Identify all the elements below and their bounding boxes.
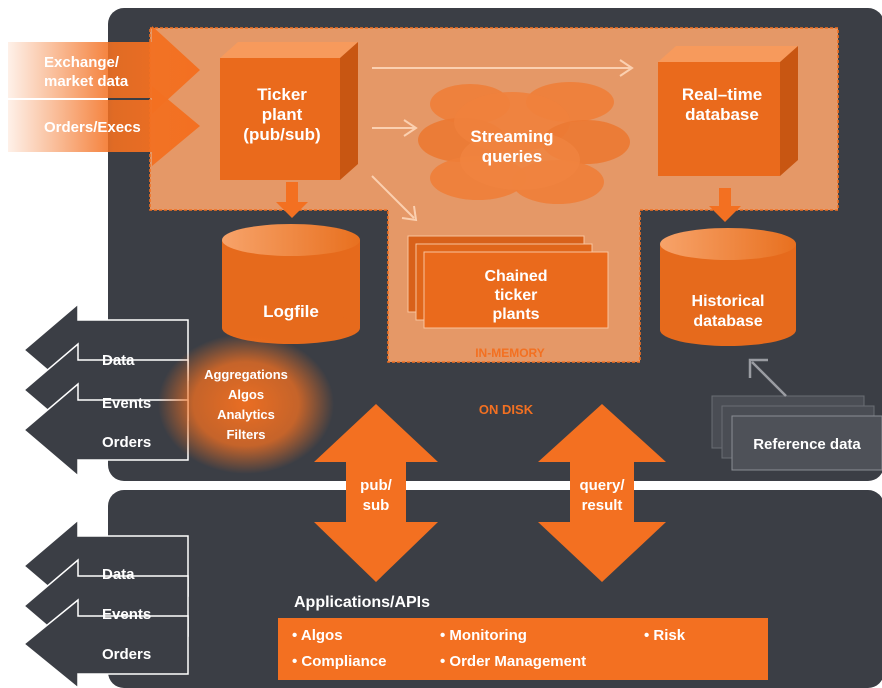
app-item-algos: • Algos	[292, 627, 343, 644]
aggregations-label-4: Filters	[226, 427, 265, 442]
chained-label-2: ticker	[495, 287, 538, 304]
down-arrow-logfile	[276, 182, 308, 218]
flow-arrows	[371, 59, 634, 222]
applications-bar	[278, 618, 768, 680]
in-memory-label: IN-MEMORY	[475, 346, 545, 360]
app-item-order-management: • Order Management	[440, 653, 586, 670]
historical-label-2: database	[693, 313, 762, 330]
output-top-orders: Orders	[102, 434, 151, 451]
aggregations-glow	[158, 334, 334, 474]
realtime-database-box	[658, 46, 798, 176]
down-arrow-historical	[709, 188, 741, 222]
ticker-plant-label-2: plant	[262, 105, 303, 124]
app-item-compliance: • Compliance	[292, 653, 386, 670]
aggregations-label-1: Aggregations	[204, 367, 288, 382]
output-arrows-bottom	[22, 518, 189, 688]
aggregations-label-3: Analytics	[217, 407, 275, 422]
app-item-risk: • Risk	[644, 627, 686, 644]
query-result-double-arrow	[538, 404, 666, 582]
orders-execs-label: Orders/Execs	[44, 119, 141, 136]
query-result-label-2: result	[582, 497, 623, 514]
ticker-plant-box	[220, 42, 358, 180]
logfile-cylinder	[222, 224, 360, 344]
output-bottom-events: Events	[102, 606, 151, 623]
output-top-data: Data	[102, 352, 135, 369]
pub-sub-label-2: sub	[363, 497, 390, 514]
chained-label-3: plants	[492, 306, 539, 323]
chained-label-1: Chained	[484, 268, 547, 285]
reference-data-stack	[711, 395, 882, 471]
input-arrow-orders	[8, 86, 200, 166]
app-item-monitoring: • Monitoring	[440, 627, 527, 644]
historical-label-1: Historical	[692, 293, 765, 310]
output-top-events: Events	[102, 395, 151, 412]
applications-title: Applications/APIs	[294, 594, 430, 611]
historical-database-cylinder	[660, 228, 796, 346]
realtime-db-label-1: Real–time	[682, 85, 762, 104]
reference-up-arrow	[748, 358, 787, 397]
reference-data-label: Reference data	[753, 436, 861, 453]
ticker-plant-label-3: (pub/sub)	[243, 125, 320, 144]
logfile-label: Logfile	[263, 302, 319, 321]
realtime-db-label-2: database	[685, 105, 759, 124]
on-disk-label: ON DISK	[479, 402, 534, 417]
streaming-queries-cloud	[418, 82, 630, 204]
chained-ticker-plants-stack	[407, 235, 609, 329]
exchange-label-1: Exchange/	[44, 54, 120, 71]
output-bottom-data: Data	[102, 566, 135, 583]
pub-sub-double-arrow	[314, 404, 438, 582]
streaming-queries-label-1: Streaming	[470, 127, 553, 146]
pub-sub-label-1: pub/	[360, 477, 392, 494]
query-result-label-1: query/	[579, 477, 625, 494]
ticker-plant-label-1: Ticker	[257, 85, 307, 104]
exchange-label-2: market data	[44, 73, 129, 90]
streaming-queries-label-2: queries	[482, 147, 542, 166]
aggregations-label-2: Algos	[228, 387, 264, 402]
output-bottom-orders: Orders	[102, 646, 151, 663]
